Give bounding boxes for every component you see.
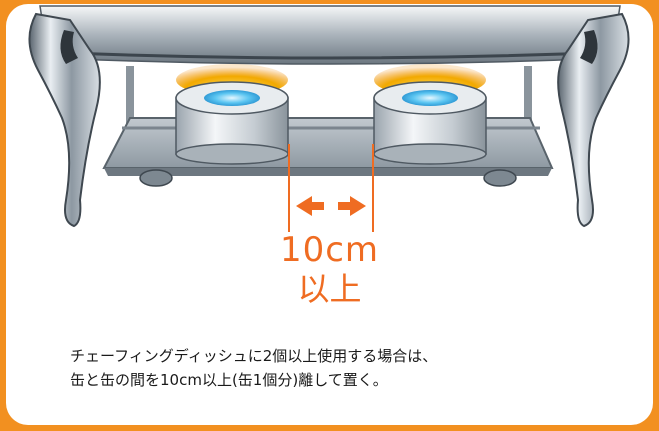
fuel-can-left <box>175 81 289 165</box>
right-leg <box>557 12 630 228</box>
distance-indicator <box>288 144 374 232</box>
note-line-2: 缶と缶の間を10cm以上(缶1個分)離して置く。 <box>70 371 388 389</box>
foot-right <box>483 169 517 187</box>
distance-value: 10cm <box>279 230 380 270</box>
distance-qualifier: 以上 <box>297 270 362 308</box>
fuel-can-right <box>373 81 487 165</box>
foot-left <box>139 169 173 187</box>
left-leg <box>28 12 101 228</box>
arrow-right-icon <box>338 196 366 216</box>
illustration-panel <box>6 4 653 425</box>
back-post-left <box>126 66 134 166</box>
distance-label: 10cm 以上 <box>0 232 659 308</box>
usage-note: チェーフィングディッシュに2個以上使用する場合は、 缶と缶の間を10cm以上(缶… <box>70 344 630 392</box>
back-post-right <box>524 66 532 166</box>
note-line-1: チェーフィングディッシュに2個以上使用する場合は、 <box>70 347 438 365</box>
arrow-left-icon <box>296 196 324 216</box>
food-pan <box>39 5 621 65</box>
